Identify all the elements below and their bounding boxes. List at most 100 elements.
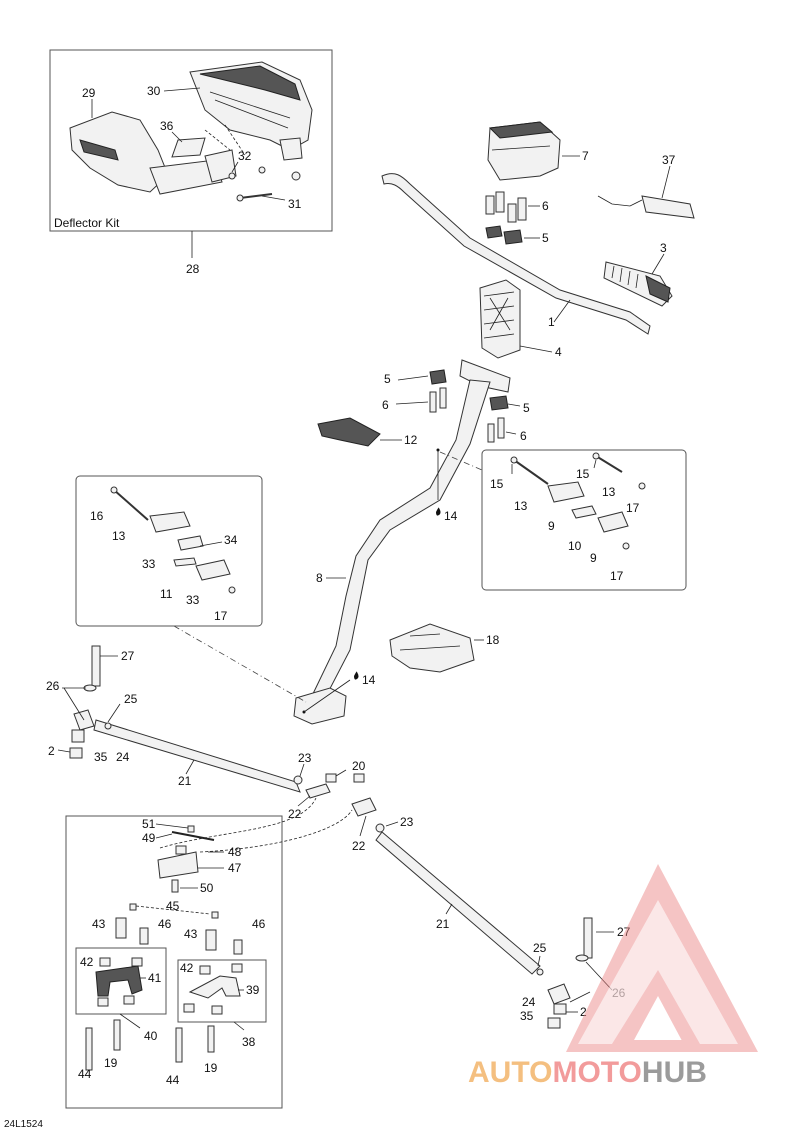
deflector-kit-label: Deflector Kit (54, 216, 120, 230)
callout-24-right: 24 (522, 995, 536, 1009)
callout-43-right: 43 (184, 927, 198, 941)
callout-21-lower: 21 (436, 917, 450, 931)
callout-22-lower: 22 (352, 839, 366, 853)
callout-39: 39 (246, 983, 260, 997)
tie-rod-lower-part (351, 797, 593, 1029)
callout-5-left: 5 (384, 372, 391, 386)
callout-42-right: 42 (180, 961, 194, 975)
grease-drop-icon (436, 507, 441, 516)
callout-34: 34 (224, 533, 238, 547)
callout-44-right: 44 (166, 1073, 180, 1087)
callout-8: 8 (316, 571, 323, 585)
handlebar-part (381, 173, 651, 335)
steering-arm-subbox-40 (75, 947, 167, 1015)
callout-5-right: 5 (523, 401, 530, 415)
callout-17-bottom: 17 (610, 569, 624, 583)
tie-rod-upper-part (69, 645, 365, 799)
callout-30: 30 (147, 84, 161, 98)
steering-boot-part (389, 623, 475, 673)
callout-47: 47 (228, 861, 242, 875)
clamp-detail-box-right (481, 449, 687, 591)
clamp-detail-box-left (75, 475, 263, 627)
heated-grip-cable-part (597, 195, 695, 219)
deflector-kit-box (49, 49, 333, 232)
callout-5-top: 5 (542, 231, 549, 245)
callout-28: 28 (186, 262, 200, 276)
callout-44-left: 44 (78, 1067, 92, 1081)
callout-17-box: 17 (214, 609, 228, 623)
sticker-part (171, 137, 206, 158)
steering-arm-parts (115, 825, 243, 955)
riser-block-part (479, 279, 521, 359)
callout-42-left: 42 (80, 955, 94, 969)
clamp-set-mid (429, 369, 509, 443)
steering-arm-left-part (95, 957, 143, 1007)
clamp-assembly-left (110, 486, 236, 594)
callout-4: 4 (555, 345, 562, 359)
callout-1: 1 (548, 315, 555, 329)
callout-32: 32 (238, 149, 252, 163)
callout-45: 45 (166, 899, 180, 913)
callout-16: 16 (90, 509, 104, 523)
callout-6-left: 6 (382, 398, 389, 412)
callout-24-left: 24 (116, 750, 130, 764)
callout-14-top: 14 (444, 509, 458, 523)
callout-25-left: 25 (124, 692, 138, 706)
callout-33-top: 33 (142, 557, 156, 571)
deflector-left-part (69, 111, 237, 195)
clamp-assembly-right (510, 452, 646, 550)
callout-35-left: 35 (94, 750, 108, 764)
steering-arm-subbox-38 (177, 959, 267, 1023)
callout-27-right: 27 (617, 925, 631, 939)
callout-50: 50 (200, 881, 214, 895)
callout-12: 12 (404, 433, 418, 447)
callout-9-bottom: 9 (590, 551, 597, 565)
callout-41: 41 (148, 971, 162, 985)
callout-6-right: 6 (520, 429, 527, 443)
callout-19-right: 19 (204, 1061, 218, 1075)
callout-36: 36 (160, 119, 174, 133)
callout-9-top: 9 (548, 519, 555, 533)
steering-column-part (293, 359, 511, 725)
callout-27-left: 27 (121, 649, 135, 663)
callout-20: 20 (352, 759, 366, 773)
callout-13-left: 13 (514, 499, 528, 513)
callout-31: 31 (288, 197, 302, 211)
callout-15-right: 15 (576, 467, 590, 481)
callout-48: 48 (228, 845, 242, 859)
steering-arm-kit-box (65, 815, 283, 1109)
callout-46-left: 46 (158, 917, 172, 931)
callout-40: 40 (144, 1029, 158, 1043)
callout-46-right: 46 (252, 917, 266, 931)
callout-51: 51 (142, 817, 156, 831)
callout-17-top: 17 (626, 501, 640, 515)
callout-23-upper: 23 (298, 751, 312, 765)
clamp-set-top (485, 225, 523, 245)
callout-49: 49 (142, 831, 156, 845)
callout-22-upper: 22 (288, 807, 302, 821)
callout-13-box: 13 (112, 529, 126, 543)
callout-25-right: 25 (533, 941, 547, 955)
callout-10: 10 (568, 539, 582, 553)
handlebar-grip-part (603, 261, 673, 307)
drawing-reference: 24L1524 (4, 1119, 43, 1130)
callout-29: 29 (82, 86, 96, 100)
callout-14-bottom: 14 (362, 673, 376, 687)
handlebar-cover-part (487, 121, 561, 181)
callout-38: 38 (242, 1035, 256, 1049)
callout-19-left: 19 (104, 1056, 118, 1070)
callout-33-bottom: 33 (186, 593, 200, 607)
callout-13-right: 13 (602, 485, 616, 499)
callout-6-top: 6 (542, 199, 549, 213)
bolt-set-bottom (85, 1019, 215, 1071)
callout-3: 3 (660, 241, 667, 255)
callout-21-upper: 21 (178, 774, 192, 788)
screw-part (228, 166, 301, 202)
callout-26-left: 26 (46, 679, 60, 693)
bolt-set-top (485, 191, 527, 223)
grease-drop-icon (354, 671, 359, 680)
callout-7: 7 (582, 149, 589, 163)
mounting-plate-part (317, 417, 381, 447)
